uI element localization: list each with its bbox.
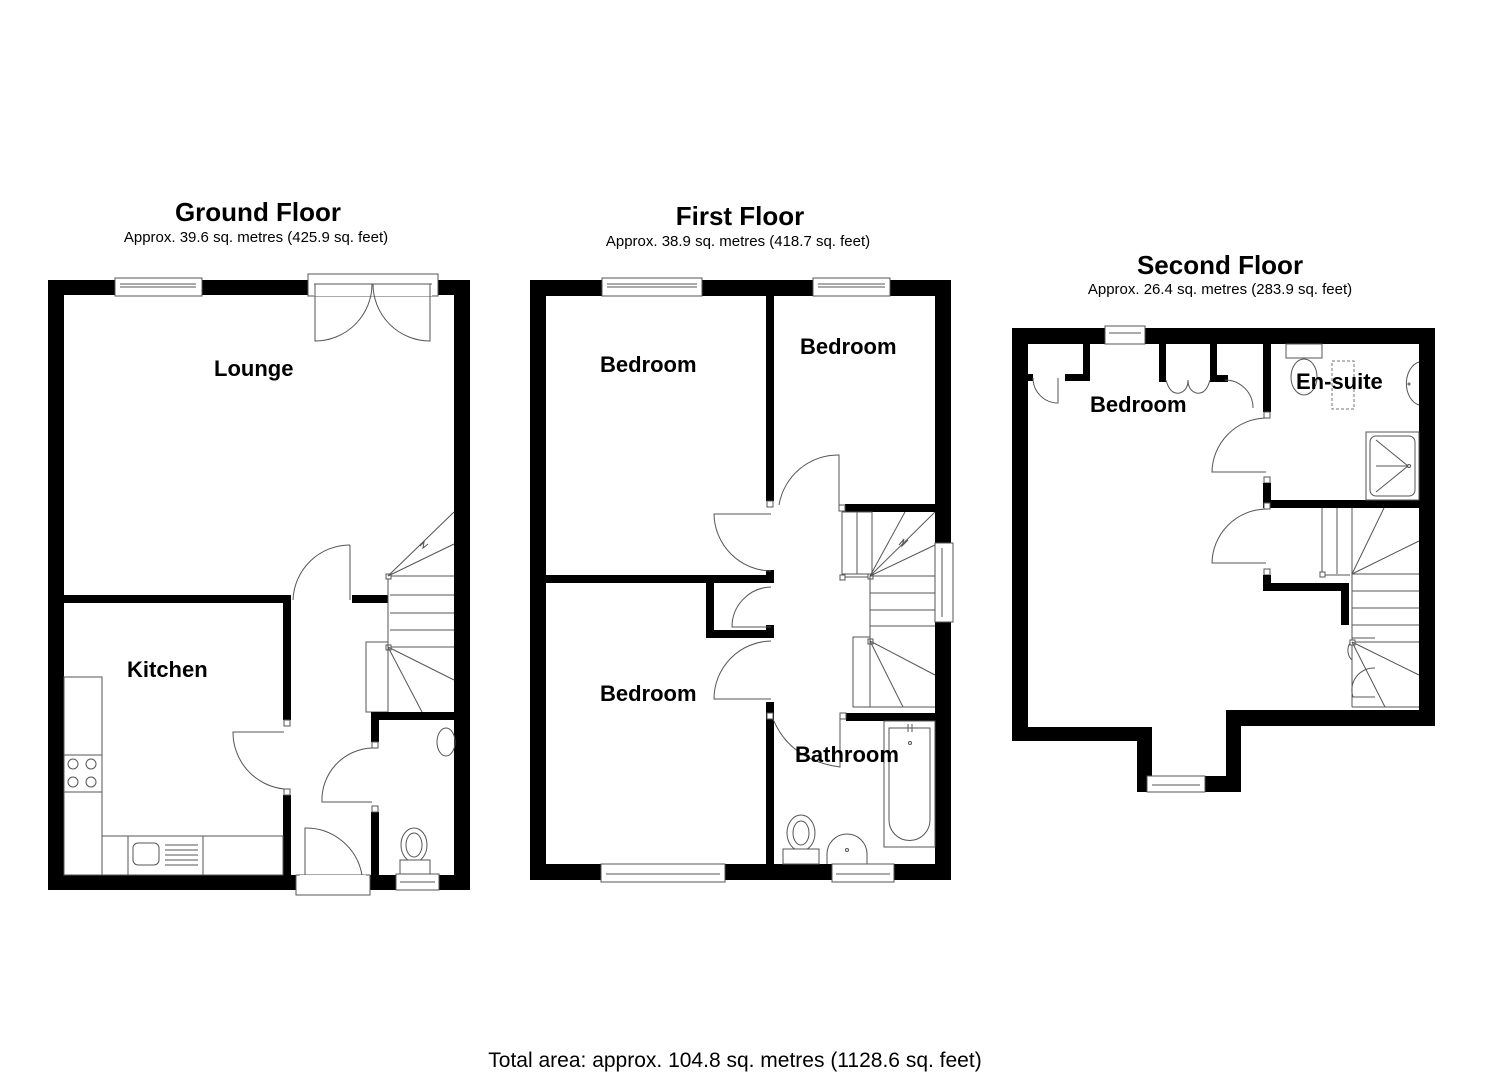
total-area: Total area: approx. 104.8 sq. metres (11… xyxy=(488,1049,982,1072)
room-label-bedroom-second-floor: Bedroom xyxy=(1090,392,1187,417)
room-label-en-suite: En-suite xyxy=(1296,369,1383,394)
room-label-bathroom: Bathroom xyxy=(795,742,899,767)
ground-floor-title: Ground Floor xyxy=(174,197,342,227)
room-label-bedroom-2: Bedroom xyxy=(800,334,897,359)
room-label-lounge: Lounge xyxy=(214,356,294,381)
second-floor-plan xyxy=(1012,325,1435,793)
room-label-kitchen: Kitchen xyxy=(127,657,208,682)
ground-floor-plan xyxy=(48,273,470,896)
room-label-bedroom-1: Bedroom xyxy=(600,352,697,377)
first-floor-title: First Floor xyxy=(675,201,805,231)
first-floor-area: Approx. 38.9 sq. metres (418.7 sq. feet) xyxy=(605,233,871,250)
second-floor-area: Approx. 26.4 sq. metres (283.9 sq. feet) xyxy=(1087,281,1353,298)
first-floor-plan xyxy=(530,277,954,883)
ground-floor-area: Approx. 39.6 sq. metres (425.9 sq. feet) xyxy=(123,229,389,246)
second-floor-title: Second Floor xyxy=(1136,250,1304,280)
room-label-bedroom-3: Bedroom xyxy=(600,681,697,706)
